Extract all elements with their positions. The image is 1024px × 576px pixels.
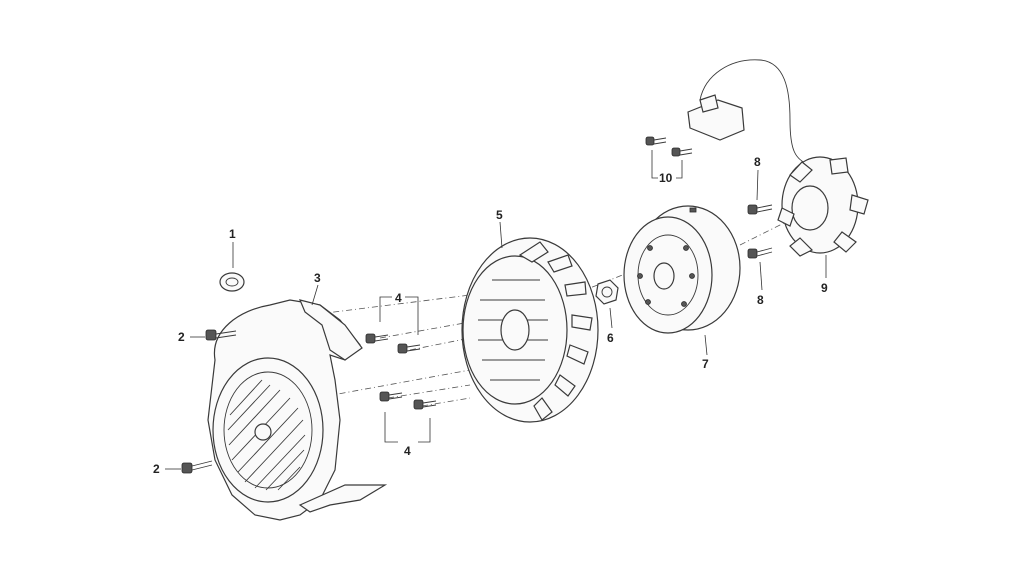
part-4-screws [365,333,437,410]
label-part-2-lower: 2 [153,462,160,476]
fan-blades [518,241,593,421]
part-9-stator [777,156,869,257]
fan-cover-shroud [207,299,388,521]
part-6-nut [595,279,619,305]
label-part-3: 3 [314,271,321,285]
label-part-1: 1 [229,227,236,241]
label-part-10: 10 [659,171,673,185]
label-part-9: 9 [821,281,828,295]
part-8-screws [747,204,773,259]
label-part-8-upper: 8 [754,155,761,169]
part-number-labels: 1 2 2 3 4 4 5 6 7 8 8 9 10 [153,155,828,476]
label-part-2-upper: 2 [178,330,185,344]
label-part-8-lower: 8 [757,293,764,307]
part-2-screw-upper [205,329,237,341]
part-5-cooling-fan [461,237,599,423]
label-part-4-lower: 4 [404,444,411,458]
part-1-grommet [219,272,245,292]
label-part-4-upper: 4 [395,291,402,305]
label-part-6: 6 [607,331,614,345]
part-10-pickup-coil [645,59,811,166]
cover-grille [227,379,306,491]
label-part-7: 7 [702,357,709,371]
label-part-5: 5 [496,208,503,222]
leader-lines [165,150,827,470]
part-7-flywheel-rotor [623,205,741,334]
part-2-screw-lower [181,460,213,474]
